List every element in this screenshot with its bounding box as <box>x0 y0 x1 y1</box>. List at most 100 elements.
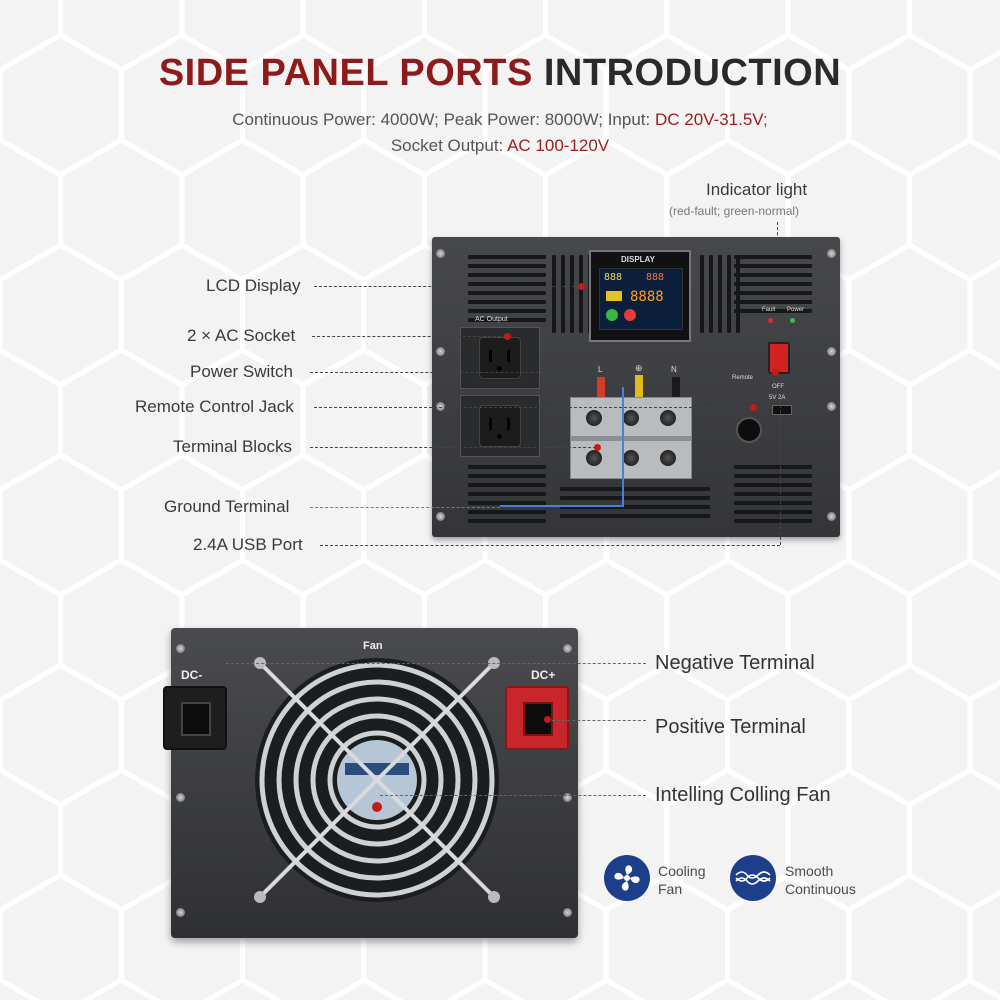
inverter-front-panel: DISPLAY 888 888 8888 AC Output L ⊕ N Fau… <box>432 237 840 537</box>
hexagon <box>300 137 427 283</box>
vent-bottom-left <box>468 465 546 528</box>
subtitle-text: ; <box>763 110 768 129</box>
hexagon <box>0 452 124 598</box>
hexagon <box>664 557 791 703</box>
callout-usb-port: 2.4A USB Port <box>193 535 303 554</box>
ac-socket-2 <box>460 395 540 457</box>
dc-positive-terminal[interactable] <box>505 686 569 750</box>
socket-face <box>479 405 521 447</box>
remote-jack[interactable] <box>736 417 762 443</box>
feature-line: Continuous <box>785 881 856 897</box>
terminal-blocks-leader-line <box>310 447 596 448</box>
screw <box>436 249 445 258</box>
power-led <box>790 318 795 323</box>
lcd-digits-left: 888 <box>604 272 623 283</box>
hexagon <box>0 872 124 1000</box>
screw <box>176 644 185 653</box>
subtitle-output-value: AC 100-120V <box>507 136 610 155</box>
negative-leader-line <box>226 663 646 664</box>
wire-ground <box>635 375 643 399</box>
feature-line: Fan <box>658 881 683 897</box>
hexagon <box>0 767 64 913</box>
screw <box>436 347 445 356</box>
vent-vertical-right <box>700 255 740 333</box>
vent-top-right <box>734 255 812 318</box>
inverter-back-panel: Fan DC- DC+ <box>163 628 578 938</box>
lcd-digits-right: 888 <box>646 272 665 283</box>
ac-socket-marker <box>504 333 511 340</box>
hexagon <box>179 137 306 283</box>
positive-leader-line <box>552 720 646 721</box>
hexagon <box>240 452 367 598</box>
terminal-label-ground: ⊕ <box>635 363 643 373</box>
hexagon <box>0 557 64 703</box>
fault-label: Fault <box>762 307 776 313</box>
hexagon <box>58 767 185 913</box>
callout-ground-terminal: Ground Terminal <box>164 497 290 516</box>
hexagon <box>906 347 1000 493</box>
vent-top-left <box>468 255 546 327</box>
hexagon <box>906 557 1000 703</box>
hexagon <box>58 557 185 703</box>
lcd-screen: 888 888 8888 <box>599 268 683 330</box>
positive-marker <box>544 716 551 723</box>
lcd-digits-big: 8888 <box>630 289 664 305</box>
callout-lcd-display: LCD Display <box>206 276 301 295</box>
lcd-display: DISPLAY 888 888 8888 <box>589 250 691 342</box>
cooling-fan <box>254 657 500 903</box>
power-switch-leader-line <box>310 372 774 373</box>
subtitle-line-2: Socket Output: AC 100-120V <box>0 136 1000 156</box>
hexagon <box>118 452 245 598</box>
power-label: Power <box>787 307 805 313</box>
screw <box>827 402 836 411</box>
callout-positive-terminal: Positive Terminal <box>655 716 806 738</box>
screw <box>436 512 445 521</box>
hexagon <box>0 662 124 808</box>
subtitle-line-1: Continuous Power: 4000W; Peak Power: 800… <box>0 110 1000 130</box>
screw <box>563 793 572 802</box>
usb-port[interactable] <box>772 405 792 415</box>
callout-ac-socket: 2 × AC Socket <box>187 326 296 345</box>
off-label: OFF <box>772 384 784 390</box>
battery-icon <box>606 291 622 301</box>
fan-label: Fan <box>363 640 383 652</box>
lcd-brand-label: DISPLAY <box>621 255 655 264</box>
callout-remote-jack: Remote Control Jack <box>135 397 294 416</box>
remote-jack-marker <box>750 404 757 411</box>
callout-indicator-note: (red-fault; green-normal) <box>669 204 800 218</box>
usb-leader-line <box>320 545 780 546</box>
power-switch[interactable] <box>768 342 790 374</box>
remote-label: Remote <box>732 375 754 381</box>
vent-vertical-left <box>552 255 592 333</box>
title-dark-part: INTRODUCTION <box>543 52 842 94</box>
remote-jack-leader-line <box>314 407 752 408</box>
fan-icon <box>604 855 650 901</box>
callout-indicator-light: Indicator light <box>706 180 808 199</box>
status-led-icon <box>606 309 618 321</box>
wire-l <box>597 377 605 399</box>
callout-power-switch: Power Switch <box>190 362 293 381</box>
hexagon <box>58 347 185 493</box>
usb-leader-vertical <box>780 400 781 545</box>
terminal-label-l: L <box>598 365 603 374</box>
vent-bottom-right <box>734 465 812 528</box>
wave-icon <box>730 855 776 901</box>
hexagon <box>846 242 973 388</box>
title-red-part: SIDE PANEL PORTS <box>158 52 533 94</box>
lcd-leader-line <box>314 286 580 287</box>
terminal-blocks-marker <box>594 444 601 451</box>
page-title: SIDE PANEL PORTS INTRODUCTION <box>0 52 1000 95</box>
hexagon <box>0 137 64 283</box>
dc-minus-label: DC- <box>181 668 203 682</box>
feature-smooth-continuous: Smooth Continuous <box>785 862 856 898</box>
screw <box>827 249 836 258</box>
dc-negative-terminal[interactable] <box>163 686 227 750</box>
feature-line: Cooling <box>658 863 706 879</box>
fault-led-icon <box>624 309 636 321</box>
screw <box>827 512 836 521</box>
screw <box>827 347 836 356</box>
hexagon <box>0 242 124 388</box>
screw <box>563 644 572 653</box>
callout-fan: Intelling Colling Fan <box>655 784 831 806</box>
